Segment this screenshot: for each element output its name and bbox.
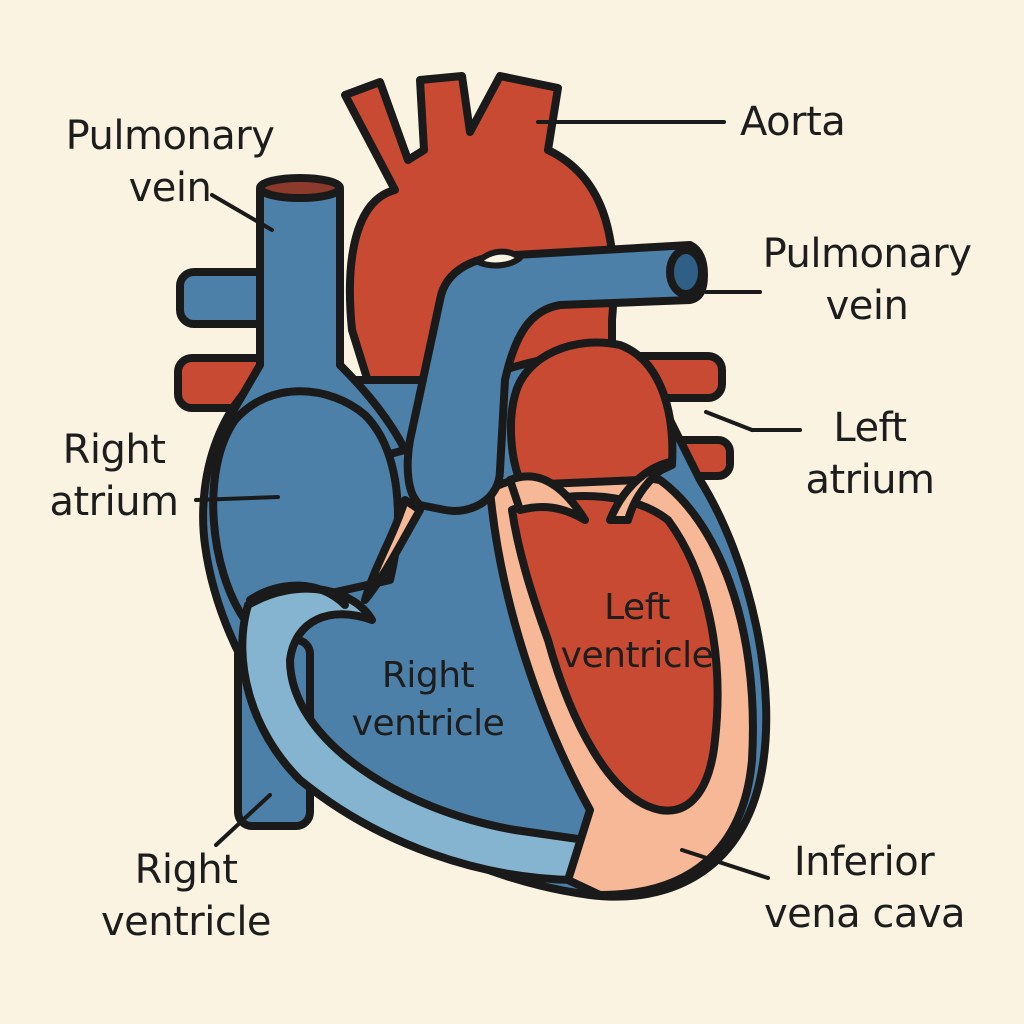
valve-right	[606, 458, 674, 524]
label-aorta-text: Aorta	[740, 99, 846, 145]
label-left-atrium-line1: Left	[833, 405, 907, 451]
label-right-ventricle-outer-line2: ventricle	[100, 899, 272, 945]
leader-right-atrium	[194, 495, 280, 502]
label-pulmonary-vein-left: Pulmonary vein	[60, 110, 280, 214]
label-right-ventricle-outer: Right ventricle	[86, 844, 286, 948]
leader-pulmonary-vein-left	[210, 193, 274, 232]
valve-left	[506, 472, 589, 524]
left-ventricle-interior	[508, 492, 722, 815]
atrium-curve	[246, 581, 349, 609]
label-right-atrium: Right atrium	[44, 424, 184, 528]
septum-sliver	[361, 496, 424, 604]
pulmonary-artery-opening	[666, 246, 706, 298]
label-right-ventricle-outer-line1: Right	[134, 847, 238, 893]
label-right-ventricle-inner-line1: Right	[381, 655, 475, 696]
label-pulmonary-vein-right-line1: Pulmonary	[762, 231, 972, 277]
label-left-ventricle: Left ventricle	[552, 584, 722, 680]
label-left-atrium-line2: atrium	[805, 457, 935, 503]
label-pulmonary-vein-right-line2: vein	[825, 283, 909, 329]
label-left-atrium: Left atrium	[800, 402, 940, 506]
leader-right-ventricle	[214, 793, 272, 847]
label-right-atrium-line2: atrium	[49, 479, 179, 525]
label-inferior-vena-cava-line2: vena cava	[764, 891, 966, 937]
label-right-ventricle-inner: Right ventricle	[330, 652, 526, 748]
label-inferior-vena-cava: Inferior vena cava	[764, 836, 966, 940]
leader-inferior-vena-cava	[680, 848, 770, 880]
left-atrium-shape	[506, 338, 677, 489]
label-left-ventricle-line2: ventricle	[560, 635, 714, 676]
superior-vena-cava-opening	[256, 174, 344, 202]
label-right-ventricle-inner-line2: ventricle	[351, 703, 505, 744]
artery-highlight	[475, 248, 523, 269]
label-right-atrium-line1: Right	[62, 427, 166, 473]
label-pulmonary-vein-left-line2: vein	[128, 165, 212, 211]
label-pulmonary-vein-right: Pulmonary vein	[756, 228, 978, 332]
right-ventricle-wall	[238, 584, 589, 884]
label-pulmonary-vein-left-line1: Pulmonary	[65, 113, 275, 159]
label-aorta: Aorta	[740, 96, 846, 148]
label-left-ventricle-line1: Left	[604, 587, 670, 628]
label-inferior-vena-cava-line1: Inferior	[793, 839, 935, 885]
leader-left-atrium	[704, 410, 754, 432]
